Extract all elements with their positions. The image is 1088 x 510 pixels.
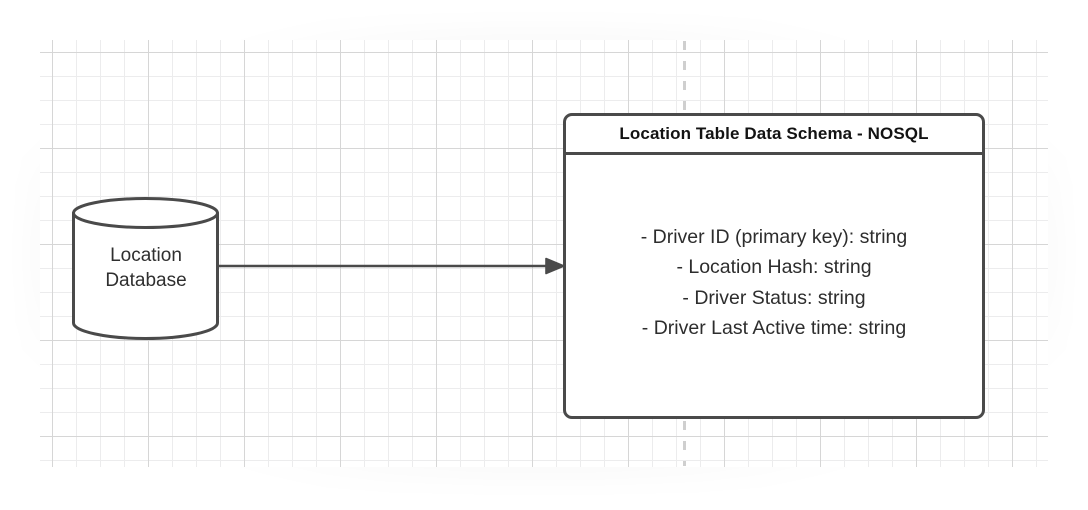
schema-field-driver-status: - Driver Status: string [682, 286, 866, 309]
schema-field-list: - Driver ID (primary key): string - Loca… [566, 155, 982, 416]
node-location-database[interactable]: Location Database [70, 196, 222, 340]
db-label-line-1: Location [110, 245, 182, 266]
schema-field-driver-last-active-time: - Driver Last Active time: string [641, 317, 907, 339]
db-label-line-2: Database [105, 270, 187, 291]
schema-field-location-hash: - Location Hash: string [676, 256, 872, 278]
schema-title: Location Table Data Schema - NOSQL [566, 116, 982, 155]
schema-field-driver-id: - Driver ID (primary key): string [640, 225, 908, 248]
node-location-database-label: Location Database [70, 196, 222, 340]
cylinder-shape [72, 197, 219, 340]
node-location-table-schema[interactable]: Location Table Data Schema - NOSQL - Dri… [563, 113, 985, 419]
arrowhead-icon [545, 257, 565, 275]
arrow-shape [218, 257, 565, 275]
edge-db-to-schema[interactable] [210, 248, 572, 284]
